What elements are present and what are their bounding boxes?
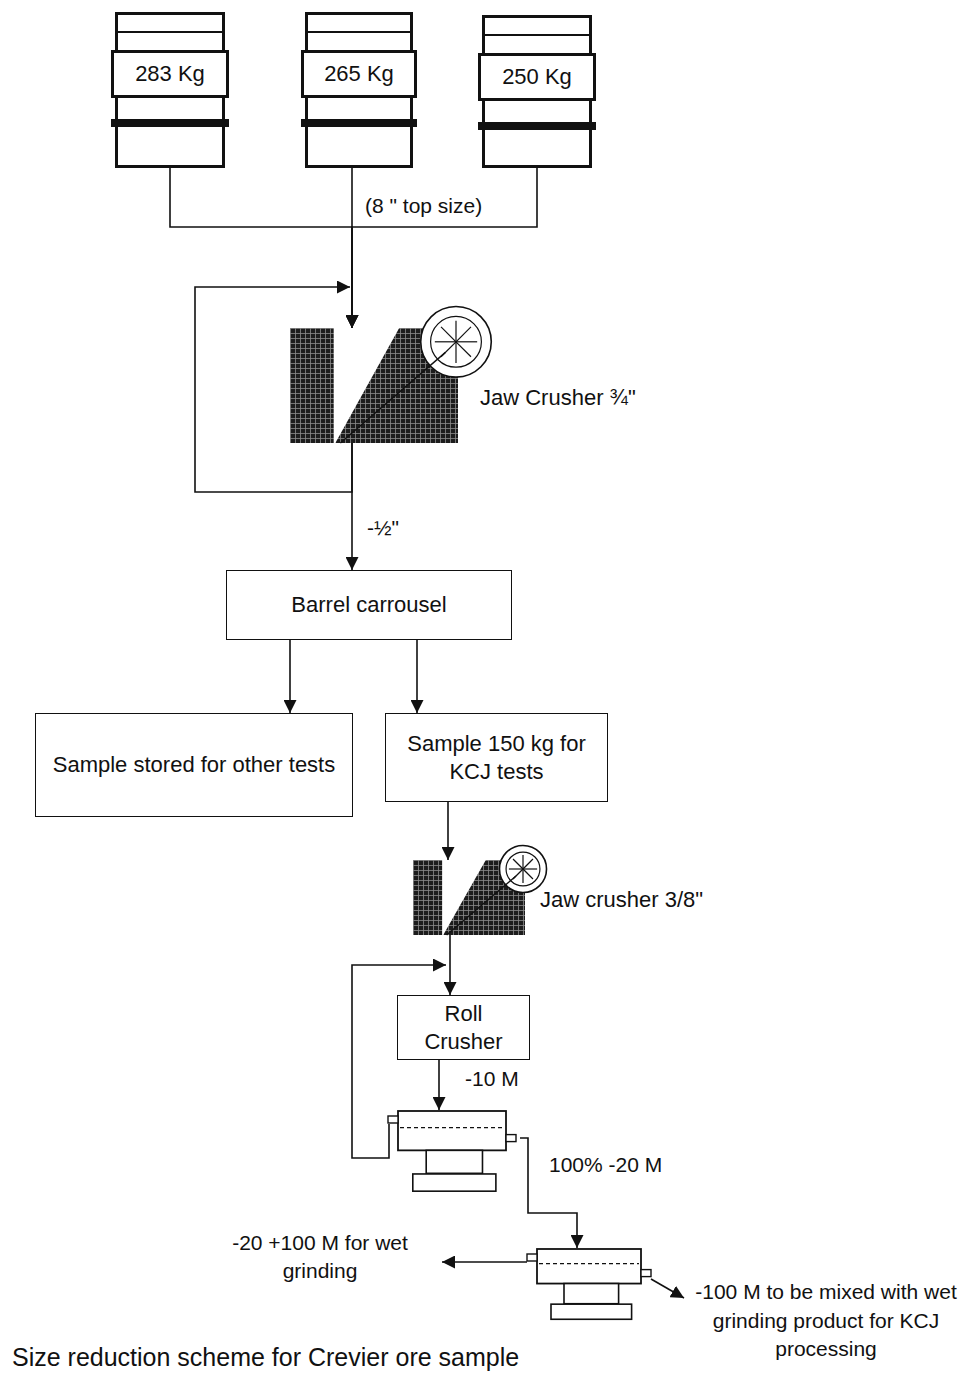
jaw-crusher: Jaw crusher 3/8" xyxy=(413,860,525,935)
flow-line xyxy=(447,802,449,860)
stream-size-label: -½" xyxy=(364,516,402,540)
crusher-name: Jaw Crusher ¾" xyxy=(480,385,636,411)
node-text: Sample 150 kg for KCJ tests xyxy=(394,730,599,785)
barrel-weight: 250 Kg xyxy=(502,64,572,90)
vibrating-screen xyxy=(525,1248,655,1320)
barrel-label-band: 265 Kg xyxy=(301,50,417,98)
jaw-crusher: Jaw Crusher ¾" xyxy=(290,328,458,443)
crusher-name: Jaw crusher 3/8" xyxy=(540,887,703,913)
product-stream: -100 M to be mixed with wet grinding pro… xyxy=(680,1276,972,1366)
process-box: Sample 150 kg for KCJ tests xyxy=(385,713,608,802)
barrel-weight: 265 Kg xyxy=(324,61,394,87)
vibrating-screen xyxy=(386,1110,520,1192)
node-text: Barrel carrousel xyxy=(291,591,446,619)
stream-size-label: (8 " top size) xyxy=(362,194,485,218)
node-text: -100 M to be mixed with wet grinding pro… xyxy=(684,1278,968,1363)
barrel-weight: 283 Kg xyxy=(135,61,205,87)
process-box: Sample stored for other tests xyxy=(35,713,353,817)
flow-line xyxy=(416,640,418,713)
ore-barrel: 283 Kg xyxy=(115,12,225,168)
node-text: Sample stored for other tests xyxy=(53,751,335,779)
barrel-label-band: 283 Kg xyxy=(111,50,229,98)
figure-caption: Size reduction scheme for Crevier ore sa… xyxy=(12,1343,519,1372)
flow-line xyxy=(195,287,352,492)
flow-line xyxy=(352,168,537,328)
node-text: -20 +100 M for wet grinding xyxy=(204,1229,436,1286)
product-stream: -20 +100 M for wet grinding xyxy=(200,1226,440,1288)
flow-line xyxy=(170,168,352,328)
flow-line xyxy=(289,640,291,713)
barrel-label-band: 250 Kg xyxy=(478,53,596,101)
ore-barrel: 250 Kg xyxy=(482,15,592,168)
stream-size-label: -10 M xyxy=(462,1067,522,1091)
ore-barrel: 265 Kg xyxy=(305,12,413,168)
screen-outline xyxy=(525,1248,655,1320)
process-box: Barrel carrousel xyxy=(226,570,512,640)
jaw-outline xyxy=(290,328,458,443)
flow-line xyxy=(438,1060,440,1110)
jaw-outline xyxy=(413,860,525,935)
stream-size-label: 100% -20 M xyxy=(546,1153,665,1177)
flow-line xyxy=(651,1279,684,1298)
process-box: Roll Crusher xyxy=(397,995,530,1060)
flow-line xyxy=(442,1261,527,1263)
node-text: Roll Crusher xyxy=(406,1000,521,1055)
screen-outline xyxy=(386,1110,520,1192)
flow-line xyxy=(351,443,353,570)
flow-line xyxy=(449,935,451,995)
